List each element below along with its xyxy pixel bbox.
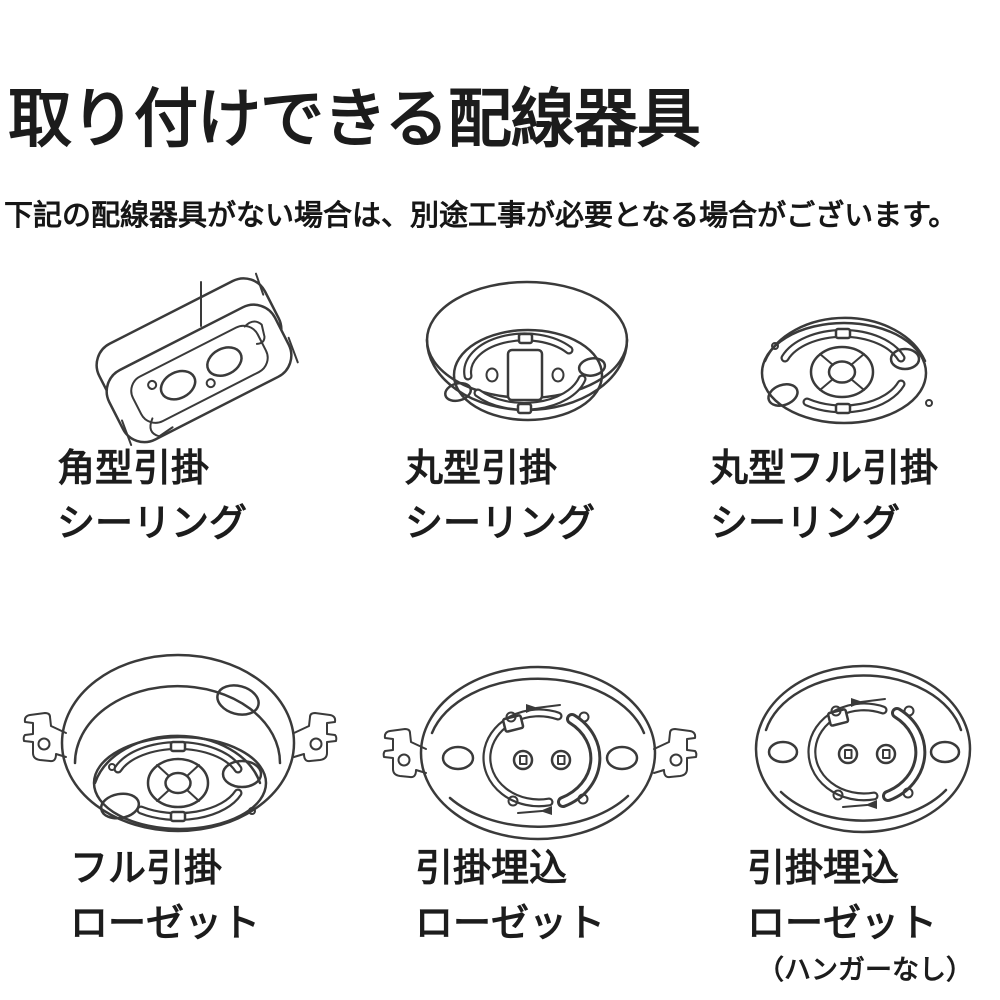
fixture-name-line2: ローゼット (747, 903, 938, 945)
fixture-name-line1: 角型引掛 (57, 448, 210, 490)
round-full-hook-ceiling-illustration (743, 273, 943, 448)
fixture-name-line2: ローゼット (70, 903, 261, 945)
hook-embedded-rosette-icon (382, 665, 698, 841)
fixture-label-full-hook-rosette: フル引掛 ローゼット (70, 842, 260, 952)
fixture-note: （ハンガーなし） (757, 955, 973, 985)
page-subtitle: 下記の配線器具がない場合は、別途工事が必要となる場合がございます。 (4, 200, 958, 232)
fixture-label-round-full-hook-ceiling: 丸型フル引掛 シーリング (710, 442, 938, 552)
hook-embedded-rosette-no-hanger-illustration (733, 650, 998, 855)
fixture-name-line2: シーリング (710, 503, 901, 545)
square-hook-ceiling-icon (95, 272, 299, 447)
fixture-name-line2: シーリング (57, 503, 248, 545)
fixture-name-line1: 丸型フル引掛 (710, 448, 939, 490)
fixture-name-line2: ローゼット (415, 903, 606, 945)
round-hook-ceiling-illustration (420, 278, 640, 450)
page-title: 取り付けできる配線器具 (8, 83, 701, 155)
hook-embedded-rosette-no-hanger-icon (754, 664, 972, 834)
full-hook-rosette-illustration (20, 643, 340, 858)
full-hook-rosette-icon (22, 653, 338, 833)
fixture-name-line2: シーリング (405, 503, 596, 545)
fixture-name-line1: フル引掛 (70, 848, 223, 890)
fixture-label-hook-embedded-rosette-no-hanger: 引掛埋込 ローゼット （ハンガーなし） (747, 842, 973, 988)
square-hook-ceiling-illustration (75, 268, 335, 453)
fixture-label-round-hook-ceiling: 丸型引掛 シーリング (405, 442, 595, 552)
fixture-name-line1: 引掛埋込 (415, 848, 568, 890)
fixture-name-line1: 丸型引掛 (405, 448, 558, 490)
fixture-label-square-hook-ceiling: 角型引掛 シーリング (57, 442, 247, 552)
round-full-hook-ceiling-icon (760, 316, 933, 425)
hook-embedded-rosette-illustration (380, 653, 700, 858)
fixture-name-line1: 引掛埋込 (747, 848, 900, 890)
fixture-label-hook-embedded-rosette: 引掛埋込 ローゼット (415, 842, 605, 952)
round-hook-ceiling-icon (425, 280, 629, 422)
